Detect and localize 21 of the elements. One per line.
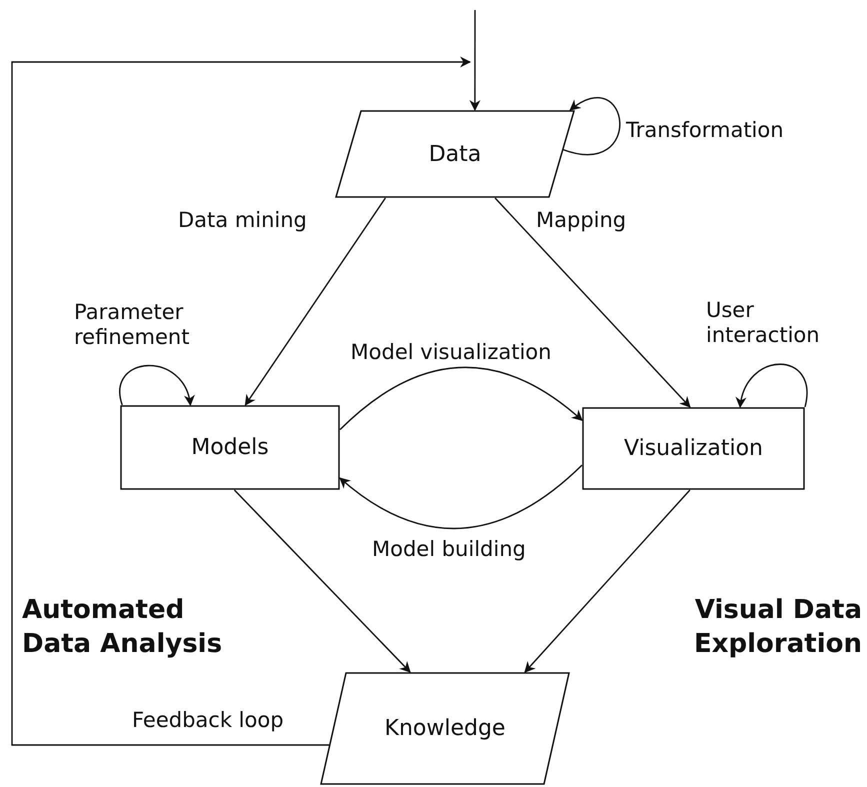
node-label: Models — [191, 435, 269, 460]
edge-label: Mapping — [536, 208, 626, 234]
arrow — [494, 198, 691, 408]
arrow — [234, 490, 411, 673]
arrow — [340, 366, 583, 430]
edge-label: Feedback loop — [132, 708, 284, 734]
node-label: Visualization — [624, 436, 763, 461]
section-heading: Automated Data Analysis — [22, 594, 224, 661]
arrow — [469, 10, 480, 112]
edge-label: Model building — [372, 537, 526, 562]
node-label: Data — [428, 142, 482, 166]
arrow — [562, 97, 620, 155]
arrow — [524, 490, 690, 673]
arrow — [244, 198, 386, 406]
arrow — [339, 464, 582, 529]
arrow — [119, 364, 194, 406]
node-label: Knowledge — [384, 716, 506, 741]
arrow — [11, 56, 472, 746]
edge-label: Data mining — [178, 208, 307, 234]
section-heading: Visual Data Exploration — [693, 594, 862, 661]
arrow — [736, 364, 808, 408]
